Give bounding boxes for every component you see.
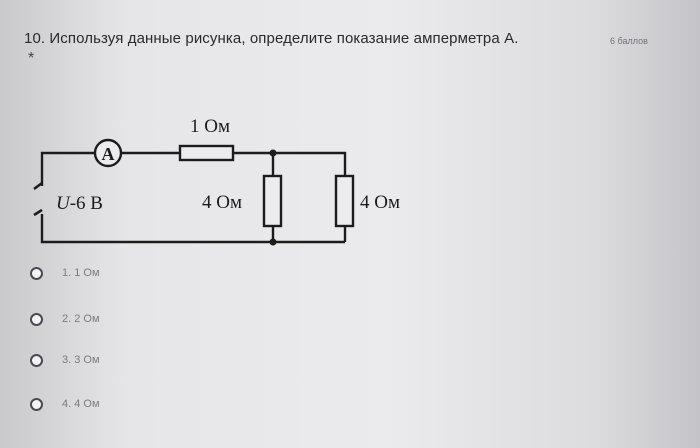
option-label: 1. 1 Ом [62, 267, 100, 279]
resistor-series-label: 1 Ом [190, 116, 230, 137]
wire-bottom [40, 214, 345, 244]
radio-button[interactable] [30, 397, 43, 411]
junction-dot-top [269, 149, 277, 157]
required-mark: * [28, 50, 35, 67]
junction-dot-bottom [269, 238, 277, 246]
radio-button[interactable] [30, 312, 43, 326]
source-terminal-top [33, 181, 43, 191]
resistor-parallel-1 [262, 174, 283, 228]
ammeter-label: A [102, 144, 115, 164]
source-label-symbol: U [56, 193, 71, 214]
option-4[interactable]: 4. 4 Ом [30, 393, 100, 415]
radio-button[interactable] [30, 266, 43, 280]
option-2[interactable]: 2. 2 Ом [30, 308, 100, 330]
option-3[interactable]: 3. 3 Ом [30, 349, 100, 371]
option-label: 2. 2 Ом [62, 313, 100, 325]
option-label: 4. 4 Ом [62, 398, 100, 410]
resistor-parallel-1-label: 4 Ом [202, 192, 242, 213]
option-1[interactable]: 1. 1 Ом [30, 262, 100, 284]
source-terminal-bottom [33, 208, 43, 217]
question-title: 10. Используя данные рисунка, определите… [24, 30, 519, 47]
points-badge: 6 баллов [610, 36, 648, 46]
option-label: 3. 3 Ом [62, 354, 100, 366]
source-label-value: -6 В [70, 193, 103, 214]
resistor-series [178, 144, 235, 162]
resistor-parallel-2 [334, 174, 355, 228]
ammeter [93, 138, 123, 168]
wire-top-left [40, 151, 94, 186]
radio-button[interactable] [30, 353, 43, 367]
source-label: U-6 В [56, 193, 103, 214]
wire-top-right [233, 151, 347, 176]
resistor-parallel-2-label: 4 Ом [360, 192, 400, 213]
